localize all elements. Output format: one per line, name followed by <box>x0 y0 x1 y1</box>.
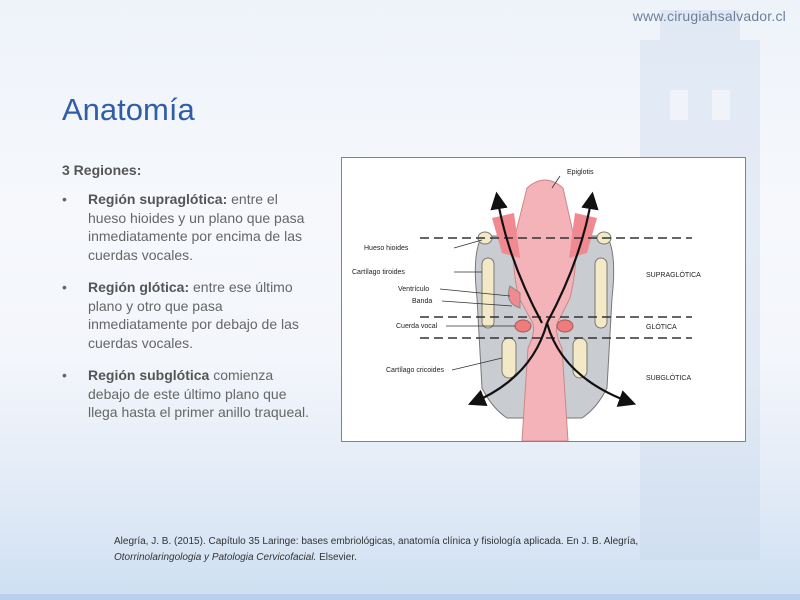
label-supraglotica: SUPRAGLÓTICA <box>646 270 701 279</box>
label-epiglotis: Epiglotis <box>567 169 594 176</box>
bullet-dot: • <box>62 367 67 383</box>
left-ventricle <box>507 285 521 309</box>
label-hueso-hioides: Hueso hioides <box>364 245 409 252</box>
left-cricoid-cartilage <box>501 337 517 379</box>
bullet-term: Región subglótica <box>88 367 210 383</box>
bullet-text: entre ese último plano y otro que pasa i… <box>88 279 299 351</box>
bullet-text: entre el hueso hioides y un plano que pa… <box>88 191 305 263</box>
leader-line <box>451 357 503 371</box>
left-vocal-cord <box>514 319 532 333</box>
bullet-item-subglotica: • Región subglótica comienza debajo de es… <box>62 366 312 422</box>
bottom-decorative-band <box>0 594 800 600</box>
leader-line <box>453 239 483 249</box>
label-ventriculo: Ventrículo <box>398 286 429 293</box>
label-subglotica: SUBGLÓTICA <box>646 373 691 382</box>
bullet-term: Región glótica: <box>88 279 190 295</box>
bullet-item-glotica: • Región glótica: entre ese último plano … <box>62 278 312 352</box>
right-thyroid-cartilage <box>594 257 608 329</box>
slide-subtitle: 3 Regiones: <box>62 162 142 178</box>
right-vocal-cord <box>556 319 574 333</box>
bullet-dot: • <box>62 191 67 207</box>
leader-line <box>441 300 513 307</box>
airflow-arrow-right-bottom <box>545 322 637 407</box>
right-cricoid-cartilage <box>572 337 588 379</box>
label-cartilago-tiroides: Cartílago tiroides <box>352 269 405 276</box>
airway-mucosa <box>512 179 577 442</box>
citation-publisher: Elsevier. <box>316 552 357 563</box>
larynx-diagram-frame: Epiglotis Hueso hioides Cartílago tiroid… <box>341 157 746 442</box>
citation-book-title: Otorrinolaringologia y Patologia Cervico… <box>114 552 317 563</box>
leader-line <box>439 288 511 297</box>
citation: Alegría, J. B. (2015). Capítulo 35 Larin… <box>114 534 754 566</box>
label-cartilago-cricoides: Cartílago cricoides <box>386 367 444 374</box>
airflow-arrow-right-top <box>546 191 599 324</box>
label-cuerda-vocal: Cuerda vocal <box>396 323 438 330</box>
bullet-text: comienza debajo de este último plano que… <box>88 367 310 420</box>
slide-title: Anatomía <box>62 92 195 127</box>
larynx-diagram: Epiglotis Hueso hioides Cartílago tiroid… <box>352 169 701 442</box>
bullet-list: • Región supraglótica: entre el hueso hio… <box>62 190 312 436</box>
citation-text: Alegría, J. B. (2015). Capítulo 35 Larin… <box>114 536 639 547</box>
airflow-arrow-left-bottom <box>467 322 549 407</box>
bullet-dot: • <box>62 279 67 295</box>
website-url[interactable]: www.cirugiahsalvador.cl <box>632 8 786 24</box>
label-banda: Banda <box>412 298 432 305</box>
bullet-term: Región supraglótica: <box>88 191 228 207</box>
leader-line <box>551 175 561 189</box>
bullet-item-supraglotica: • Región supraglótica: entre el hueso hio… <box>62 190 312 264</box>
label-glotica: GLÓTICA <box>646 322 677 331</box>
airflow-arrow-left-top <box>490 191 543 324</box>
